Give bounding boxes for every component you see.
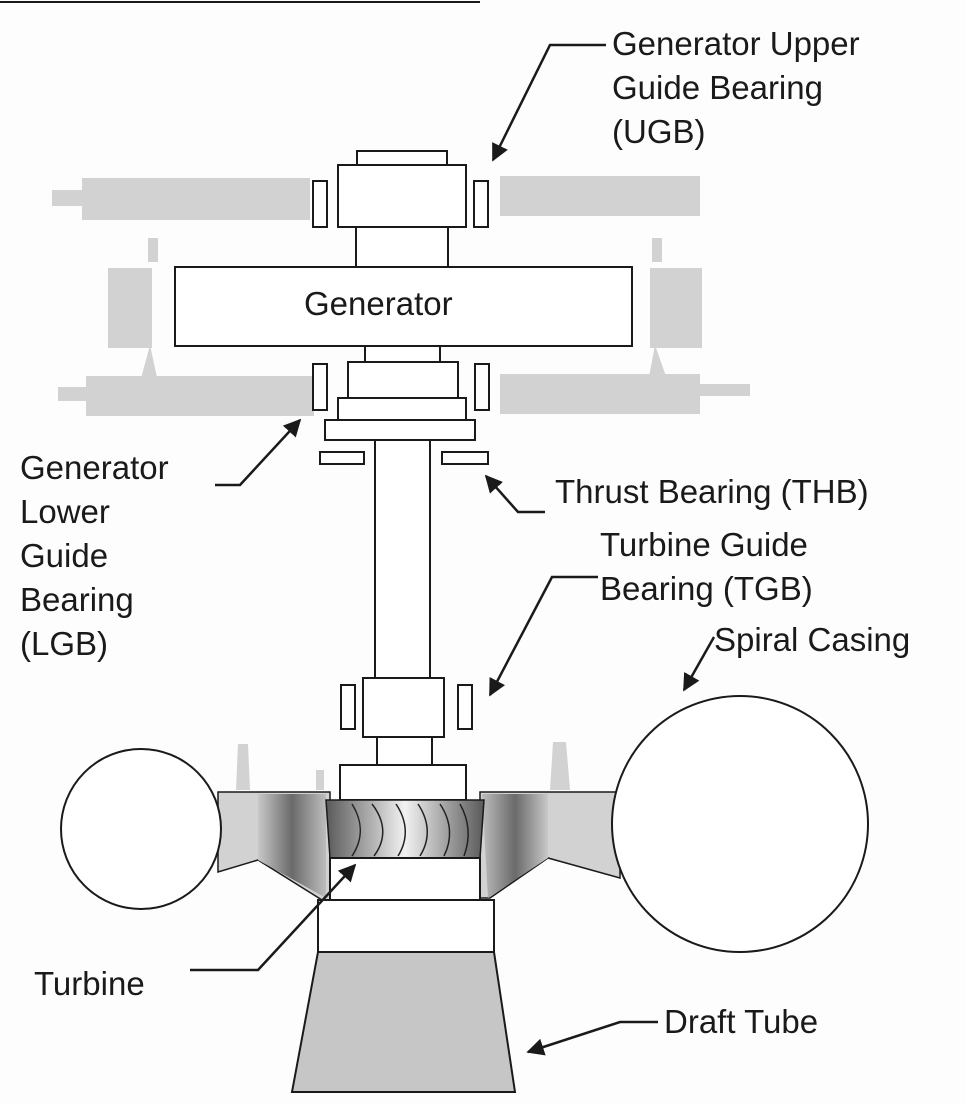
label-lgb-line-4: Bearing <box>20 581 134 618</box>
tgb-pad-right <box>457 684 473 730</box>
label-lower-guide-bearing: Generator Lower Guide Bearing (LGB) <box>20 446 169 666</box>
label-upper-guide-bearing: Generator Upper Guide Bearing (UGB) <box>612 22 860 154</box>
ugb-pad-left <box>312 180 328 228</box>
thrust-collar <box>337 397 467 421</box>
tgb-housing <box>362 677 445 738</box>
generator-block <box>174 266 633 347</box>
leader-lines <box>190 43 716 1056</box>
label-turbine-guide-bearing: Turbine Guide Bearing (TGB) <box>600 523 813 611</box>
stator-housing <box>108 238 702 382</box>
generator-lower-neck <box>364 345 441 363</box>
arrow-thb <box>484 474 545 514</box>
runner-band <box>329 857 481 901</box>
ugb-pad-right <box>473 180 489 228</box>
label-ugb-line-2: Guide Bearing <box>612 69 823 106</box>
stay-vane-right <box>482 794 548 898</box>
label-lgb-line-3: Guide <box>20 537 109 574</box>
label-turbine: Turbine <box>34 965 145 1002</box>
draft-tube-cone <box>290 951 517 1093</box>
arrow-ugb <box>491 43 606 162</box>
arrow-lgb <box>215 418 302 487</box>
spiral-casing-left <box>60 748 222 910</box>
lower-bracket <box>58 374 750 416</box>
lgb-pad-right <box>474 363 490 411</box>
lower-shaft <box>376 736 433 766</box>
label-lgb-line-2: Lower <box>20 493 110 530</box>
arrow-turbine <box>190 863 357 972</box>
draft-tube-throat <box>317 899 495 953</box>
shaft-top-cap <box>356 150 448 166</box>
stay-vane-left <box>258 794 326 898</box>
label-lgb-line-1: Generator <box>20 449 169 486</box>
lgb-housing <box>347 361 459 399</box>
label-thrust-bearing: Thrust Bearing (THB) <box>555 473 869 510</box>
arrow-draft-tube <box>526 1020 658 1056</box>
arrow-spiral-casing <box>682 636 716 692</box>
lgb-pad-left <box>312 363 328 411</box>
runner-hub <box>339 764 467 801</box>
spiral-casing-right <box>611 695 869 953</box>
tgb-pad-left <box>340 684 356 730</box>
label-ugb-line-3: (UGB) <box>612 113 706 150</box>
label-tgb-line-2: Bearing (TGB) <box>600 570 813 607</box>
upper-bracket <box>52 176 700 220</box>
ugb-housing <box>337 164 467 228</box>
arrow-tgb <box>488 575 598 697</box>
label-tgb-line-1: Turbine Guide <box>600 526 808 563</box>
label-ugb-line-1: Generator Upper <box>612 25 860 62</box>
label-spiral-casing: Spiral Casing <box>714 621 911 658</box>
main-shaft <box>374 439 431 679</box>
thrust-pad-right <box>441 451 489 465</box>
label-lgb-line-5: (LGB) <box>20 625 109 662</box>
thrust-runner <box>324 419 476 441</box>
label-draft-tube: Draft Tube <box>664 1003 819 1040</box>
thrust-pad-left <box>319 451 365 465</box>
upper-shaft <box>355 226 449 268</box>
runner-blade-lines <box>351 803 469 857</box>
label-generator: Generator <box>304 285 453 322</box>
headcover-posts <box>236 742 570 790</box>
